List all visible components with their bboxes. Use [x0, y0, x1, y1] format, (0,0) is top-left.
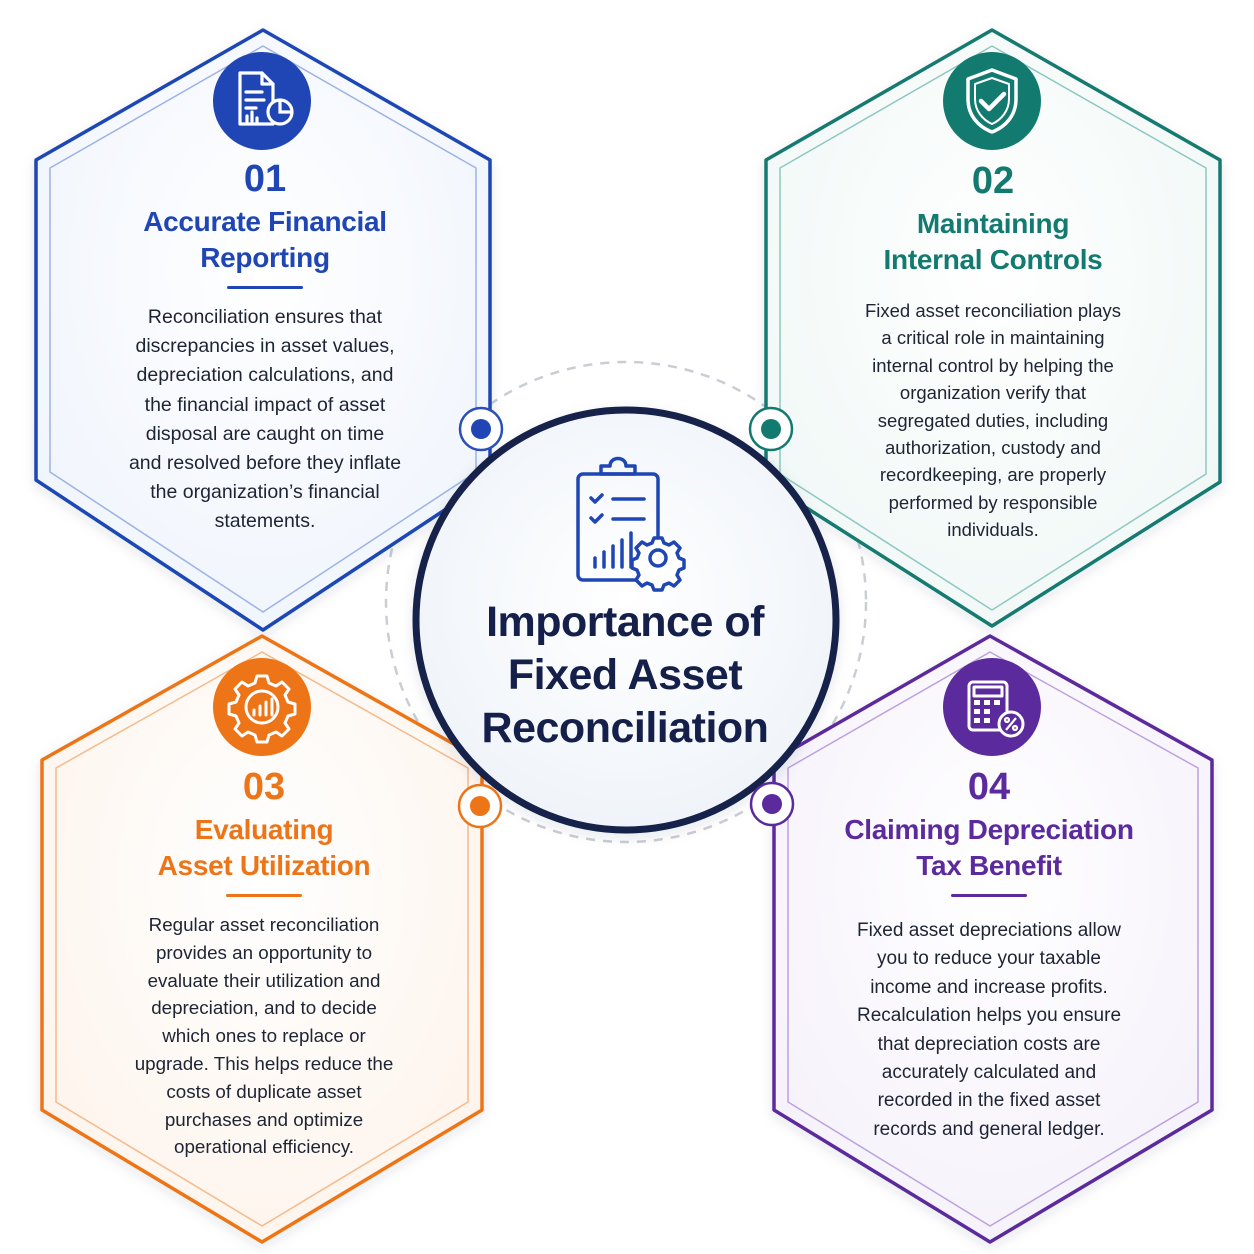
- connector-dot-orange: [457, 783, 503, 829]
- card-title: Evaluating Asset Utilization: [108, 812, 420, 884]
- text-line: individuals.: [947, 519, 1039, 541]
- text-line: authorization, custody and: [885, 437, 1101, 459]
- center-title-line-3: Reconciliation: [481, 704, 769, 752]
- text-line: organization verify that: [899, 382, 1087, 404]
- title-underline: [227, 286, 303, 289]
- text-line: provides an opportunity to: [155, 941, 373, 963]
- text-line: a critical role in maintaining: [881, 327, 1105, 349]
- text-line: recorded in the fixed asset: [877, 1090, 1101, 1112]
- card-number: 04: [967, 766, 1011, 808]
- connector-dot-purple: [749, 781, 795, 827]
- card-description: Regular asset reconciliation provides an…: [108, 911, 420, 1161]
- center-circle: [412, 406, 840, 834]
- text-line: the financial impact of asset: [144, 393, 386, 416]
- center-title: Importance of Fixed Asset Reconciliation: [450, 596, 800, 755]
- center-title-line-1: Importance of: [486, 598, 764, 646]
- center-title-line-2: Fixed Asset: [507, 651, 743, 699]
- card-title-line-2: Internal Controls: [883, 244, 1103, 275]
- card-maintaining-internal-controls: 02 Maintaining Internal Controls Fixed a…: [838, 162, 1148, 544]
- shield-check-icon: [943, 52, 1041, 150]
- text-line: Regular asset reconciliation: [148, 914, 380, 935]
- card-description: Reconciliation ensures that discrepancie…: [110, 303, 420, 537]
- text-line: Fixed asset reconciliation plays: [864, 300, 1122, 321]
- title-underline: [951, 894, 1027, 897]
- card-title-line-1: Accurate Financial: [143, 206, 387, 237]
- title-underline: [226, 894, 302, 897]
- card-number: 03: [242, 766, 286, 808]
- text-line: internal control by helping the: [872, 354, 1114, 376]
- hexagon-card-1-frame: [34, 28, 492, 632]
- text-line: purchases and optimize: [164, 1108, 364, 1130]
- text-line: Fixed asset depreciations allow: [856, 920, 1122, 941]
- card-title-line-1: Maintaining: [916, 208, 1070, 239]
- card-accurate-financial-reporting: 01 Accurate Financial Reporting Reconcil…: [110, 160, 420, 537]
- text-line: costs of duplicate asset: [166, 1080, 362, 1102]
- text-line: which ones to replace or: [162, 1025, 366, 1047]
- text-line: Recalculation helps you ensure: [856, 1005, 1122, 1027]
- text-line: segregated duties, including: [877, 409, 1109, 431]
- text-line: statements.: [214, 510, 316, 533]
- card-title-line-2: Reporting: [200, 242, 330, 273]
- card-number: 02: [971, 160, 1015, 202]
- dashed-ring: [384, 360, 868, 844]
- text-line: discrepancies in asset values,: [135, 335, 395, 358]
- report-document-chart-icon: [213, 52, 311, 150]
- text-line: that depreciation costs are: [877, 1033, 1101, 1055]
- card-title: Accurate Financial Reporting: [110, 204, 420, 276]
- connector-dot-teal: [748, 406, 794, 452]
- text-line: and resolved before they inflate: [128, 452, 402, 475]
- card-evaluating-asset-utilization: 03 Evaluating Asset Utilization Regular …: [108, 768, 420, 1161]
- card-description: Fixed asset depreciations allow you to r…: [828, 917, 1150, 1144]
- connector-dot-blue: [458, 406, 504, 452]
- card-title-line-2: Asset Utilization: [157, 850, 371, 881]
- card-title: Claiming Depreciation Tax Benefit: [828, 812, 1150, 884]
- card-title: Maintaining Internal Controls: [838, 206, 1148, 278]
- text-line: upgrade. This helps reduce the: [134, 1052, 394, 1074]
- card-claiming-depreciation-tax-benefit: 04 Claiming Depreciation Tax Benefit Fix…: [828, 768, 1150, 1144]
- gear-chart-icon: [213, 658, 311, 756]
- text-line: depreciation calculations, and: [136, 364, 394, 387]
- text-line: evaluate their utilization and: [147, 969, 381, 991]
- text-line: you to reduce your taxable: [877, 948, 1101, 970]
- card-title-line-1: Evaluating: [194, 814, 334, 845]
- calculator-percent-icon: [943, 658, 1041, 756]
- text-line: Reconciliation ensures that: [147, 306, 383, 328]
- hexagon-card-2-frame: [764, 28, 1222, 628]
- clipboard-checklist-chart-gear-icon: [576, 456, 686, 592]
- text-line: records and general ledger.: [873, 1118, 1105, 1140]
- text-line: the organization’s financial: [150, 481, 380, 504]
- text-line: disposal are caught on time: [145, 422, 385, 445]
- card-description: Fixed asset reconciliation plays a criti…: [838, 297, 1148, 544]
- text-line: income and increase profits.: [870, 976, 1108, 998]
- text-line: recordkeeping, are properly: [879, 464, 1107, 486]
- text-line: accurately calculated and: [881, 1062, 1097, 1084]
- card-number: 01: [243, 158, 287, 200]
- text-line: depreciation, and to decide: [151, 997, 377, 1019]
- text-line: performed by responsible: [888, 491, 1098, 513]
- card-title-line-1: Claiming Depreciation: [844, 814, 1134, 845]
- card-title-line-2: Tax Benefit: [916, 850, 1062, 881]
- text-line: operational efficiency.: [174, 1136, 354, 1158]
